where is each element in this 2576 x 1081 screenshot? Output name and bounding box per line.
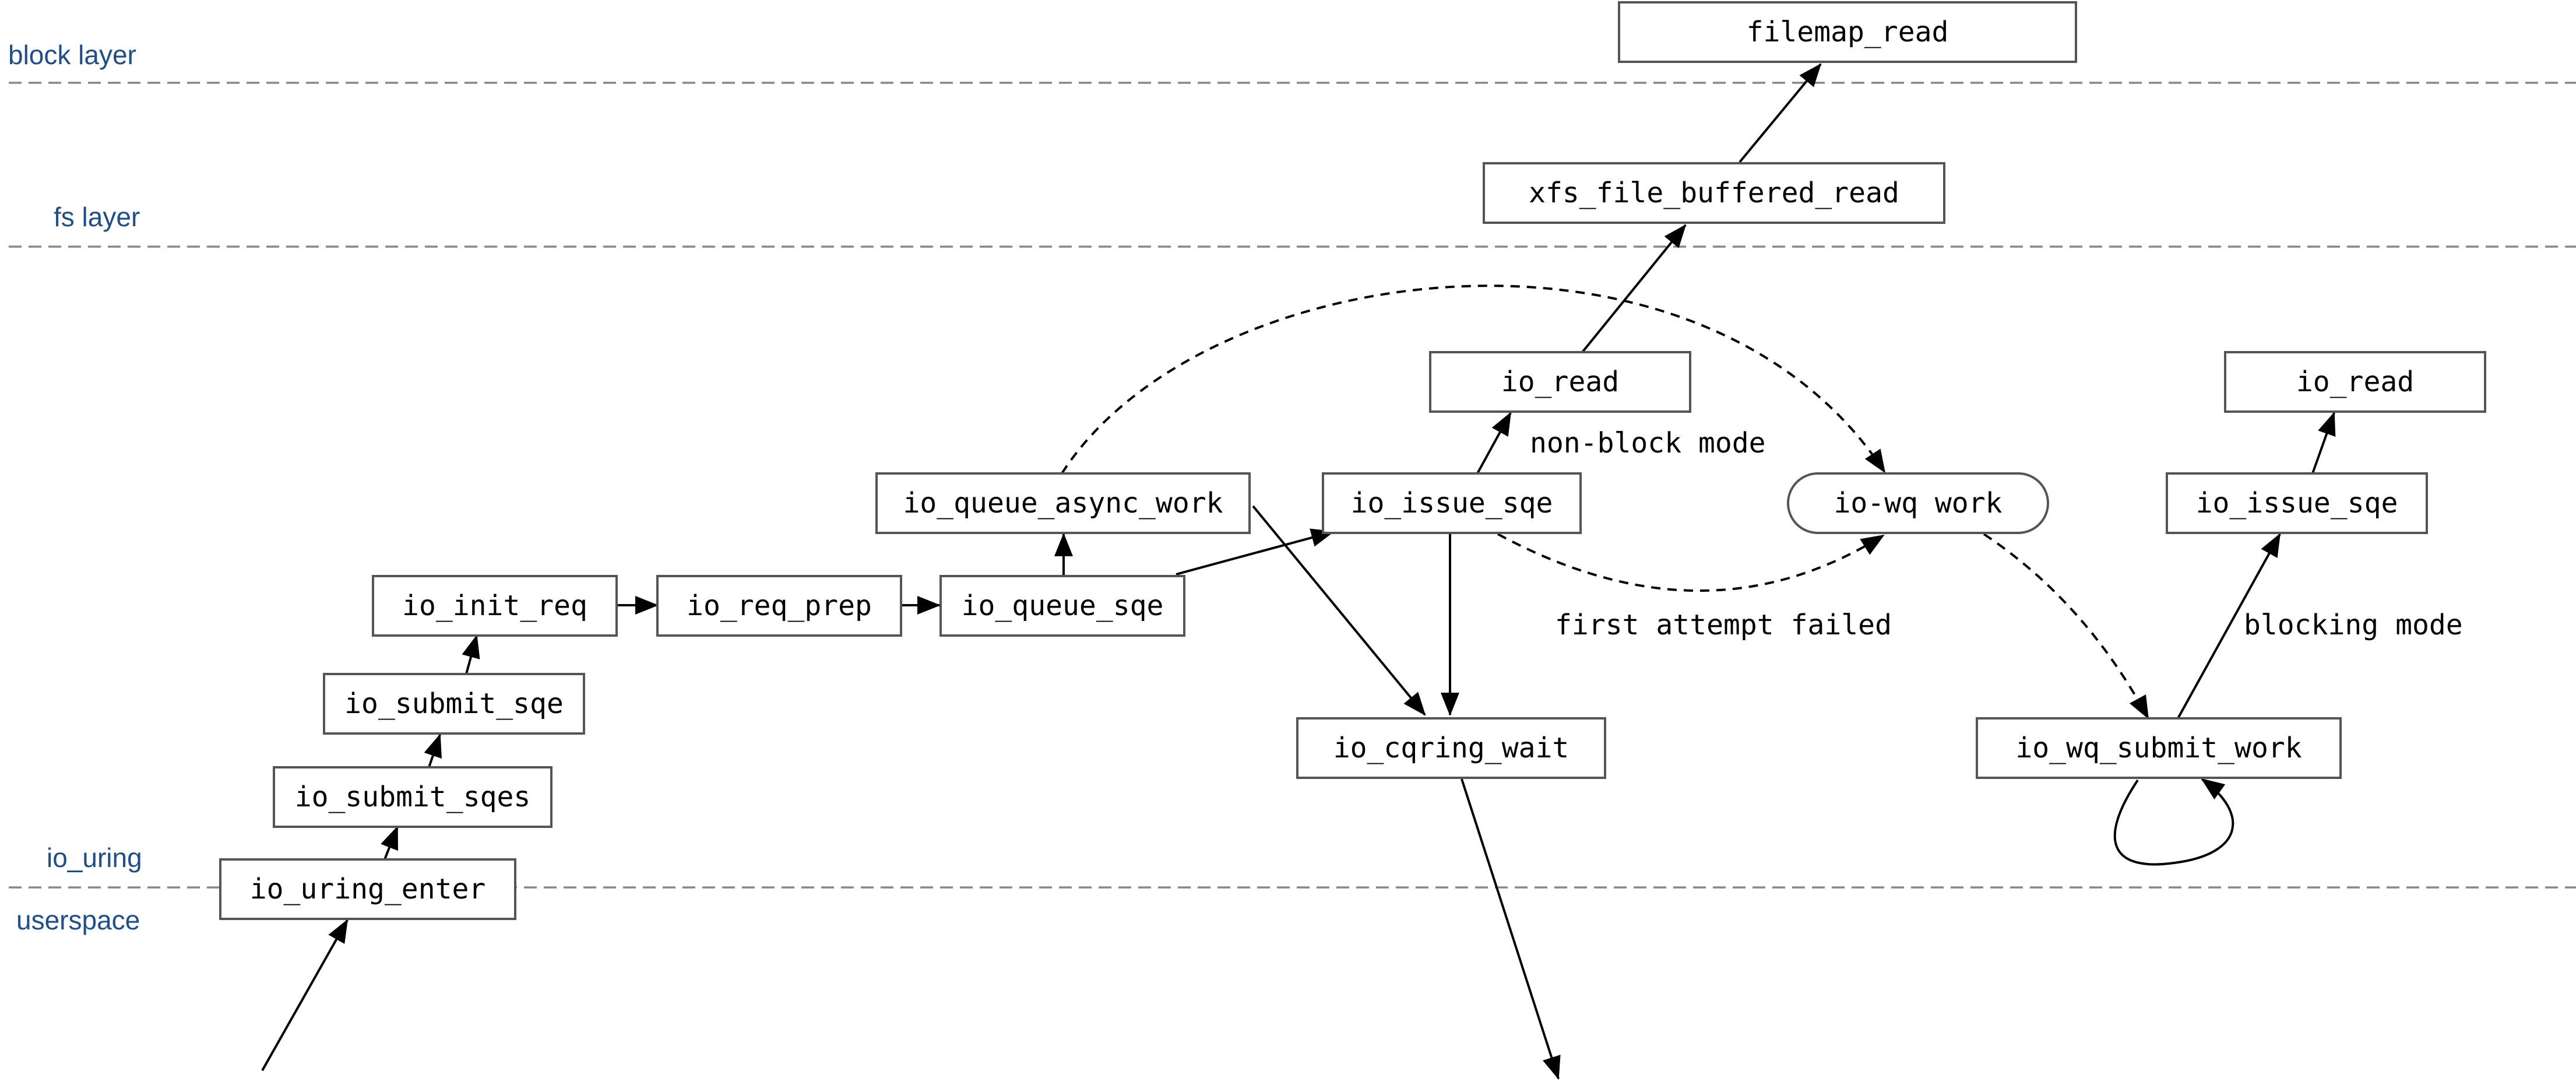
fs-layer-label: fs layer [54,202,140,232]
edge-io-wq-submit-work-self-loop [2113,778,2234,866]
edge-io-wq-submit-work-to-io-issue-sqe [2177,533,2281,719]
io-init-req-node [372,575,618,637]
io-read-label: io_read [1501,366,1619,398]
edge-io-queue-async-work-to-io-cqring-wait [1252,505,1426,716]
edge-io-cqring-wait-to-userspace [1461,778,1561,1080]
xfs-file-buffered-read-label: xfs_file_buffered_read [1529,177,1899,209]
io-submit-sqe-node [323,673,585,735]
io-read-node-2 [2224,351,2486,413]
io-wq-work-node [1787,472,2049,534]
io-submit-sqes-node [273,766,552,828]
blocking-mode-label: blocking mode [2244,609,2463,641]
io-submit-sqe-label: io_submit_sqe [344,687,564,720]
first-attempt-failed-label: first attempt failed [1555,609,1892,641]
io-queue-async-work-label: io_queue_async_work [903,487,1223,520]
io-queue-async-work-node [875,472,1251,534]
io-read-node [1429,351,1691,413]
io-cqring-wait-label: io_cqring_wait [1333,732,1569,764]
edge-io-wq-work-to-io-wq-submit-work [1983,533,2149,720]
io-wq-submit-work-node [1976,717,2342,779]
non-block-mode-label: non-block mode [1530,427,1766,459]
io-cqring-wait-node [1296,717,1606,779]
edge-io-issue-sqe-to-io-read-b [2311,412,2336,474]
io-req-prep-node [656,575,902,637]
filemap-read-node [1618,1,2077,63]
io-issue-sqe-label: io_issue_sqe [1351,487,1553,520]
io-issue-sqe-node-2 [2166,472,2428,534]
edge-io-submit-sqes-to-io-submit-sqe [424,733,442,768]
io-uring-enter-label: io_uring_enter [250,873,486,905]
edge-io-queue-async-work-to-io-wq-work [1061,285,1886,475]
io-issue-sqe-label-2: io_issue_sqe [2196,487,2398,520]
xfs-file-buffered-read-node [1483,162,1945,224]
edge-io-uring-enter-to-io-submit-sqes [381,826,399,860]
edge-io-queue-sqe-to-io-issue-sqe [1176,528,1335,575]
io-queue-sqe-label: io_queue_sqe [962,589,1164,622]
edge-io-read-to-xfs-file-buffered-read [1581,224,1687,353]
edge-io-issue-sqe-to-io-wq-work-failed [1497,533,1885,592]
edge-userspace-to-io-uring-enter [261,919,349,1071]
io-issue-sqe-node [1322,472,1582,534]
io-queue-sqe-node [939,575,1185,637]
io-submit-sqes-label: io_submit_sqes [295,781,531,813]
edge-io-issue-sqe-to-io-read [1476,412,1512,474]
io-req-prep-label: io_req_prep [687,589,872,622]
io-uring-layer-label: io_uring [47,843,142,873]
io-read-label-2: io_read [2296,366,2414,398]
io-uring-enter-node [219,858,516,920]
io-wq-work-label: io-wq work [1834,487,2003,520]
io-init-req-label: io_init_req [402,589,587,622]
filemap-read-label: filemap_read [1747,16,1949,48]
edge-io-submit-sqe-to-io-init-req [462,634,480,675]
io-wq-submit-work-label: io_wq_submit_work [2015,732,2301,764]
block-layer-label: block layer [8,40,136,70]
userspace-layer-label: userspace [16,905,140,935]
edge-xfs-to-filemap-read [1739,63,1822,163]
